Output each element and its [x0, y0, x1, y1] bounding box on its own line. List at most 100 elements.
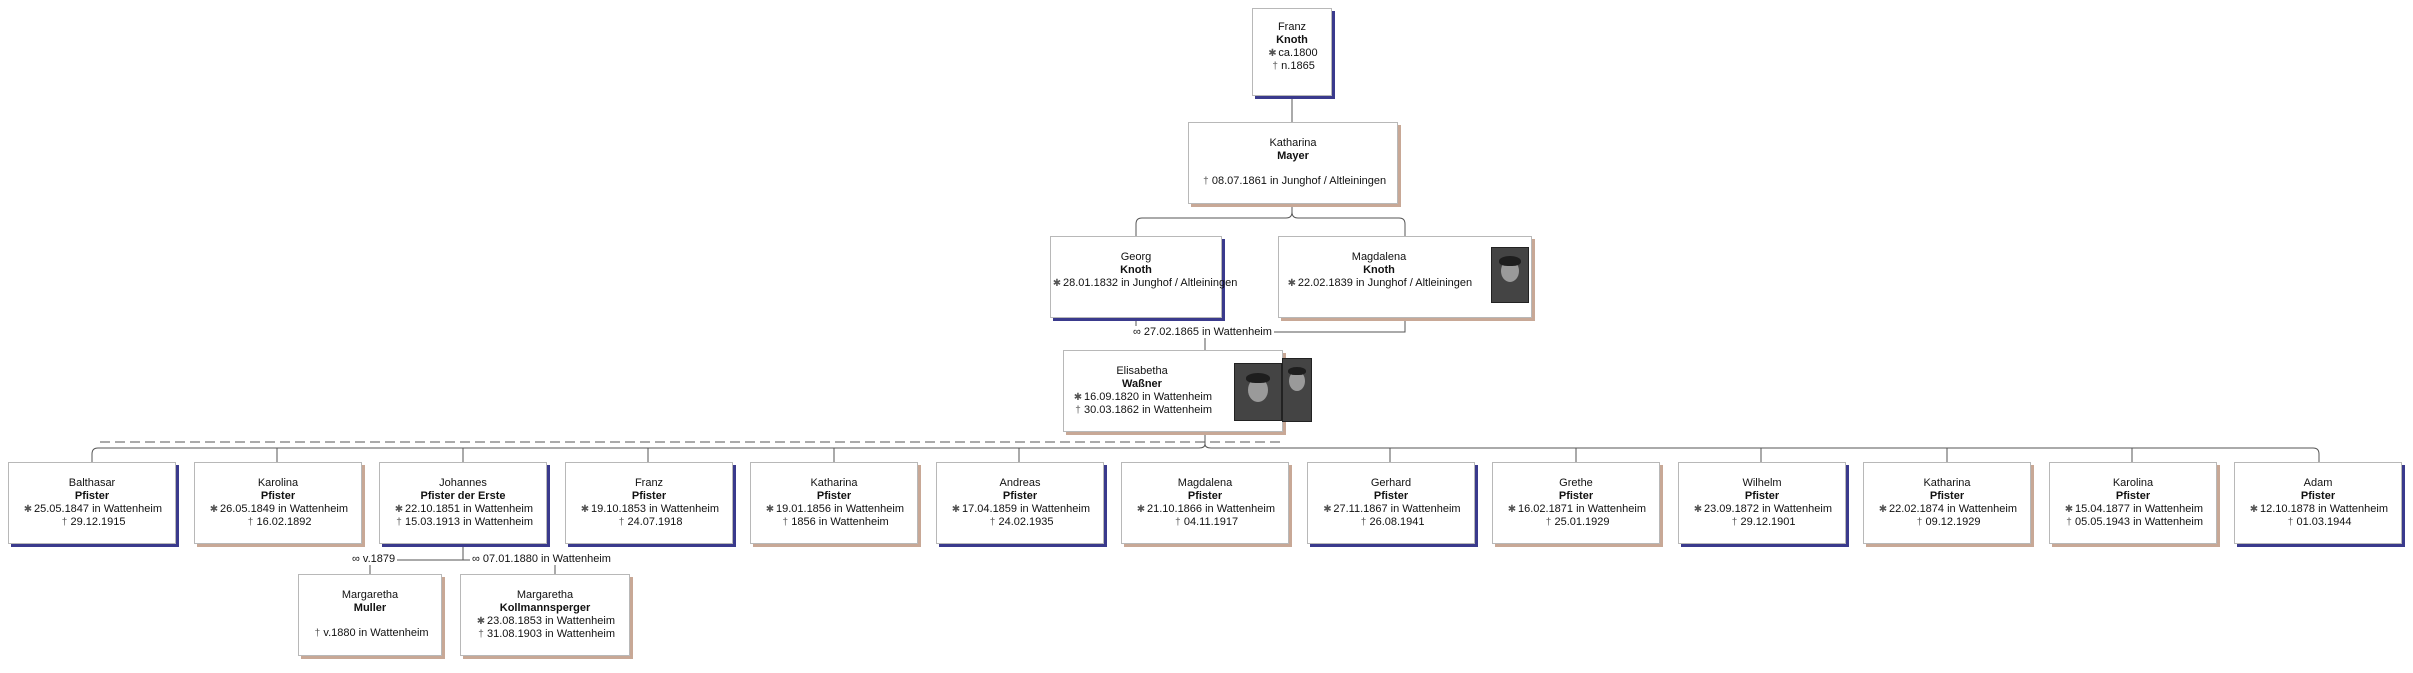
person-card-magdalena-knoth[interactable]: Magdalena Knoth ✱22.02.1839 in Junghof /…: [1278, 236, 1532, 318]
last-name: Pfister: [1373, 490, 1409, 502]
death-icon: †: [618, 517, 625, 528]
portrait-photo-partner: [1282, 358, 1312, 422]
death-icon: †: [1916, 517, 1923, 528]
first-name: Magdalena: [1177, 477, 1233, 489]
birth-event: ✱22.02.1874 in Wattenheim: [1878, 503, 2017, 515]
death-event: †25.01.1929: [1493, 516, 1659, 529]
death-icon: †: [1272, 61, 1278, 72]
death-event: †24.02.1935: [937, 516, 1103, 529]
birth-event: ✱23.08.1853 in Wattenheim: [476, 615, 615, 627]
death-event: †01.03.1944: [2235, 516, 2401, 529]
portrait-photo: [1491, 247, 1529, 303]
first-name: Karolina: [2112, 477, 2154, 489]
death-event: †29.12.1901: [1679, 516, 1845, 529]
first-name: Elisabetha: [1116, 365, 1168, 377]
birth-event: ✱16.02.1871 in Wattenheim: [1507, 503, 1646, 515]
first-name: Margaretha: [516, 589, 574, 601]
person-card-margaretha-muller[interactable]: Margaretha Muller †v.1880 in Wattenheim: [298, 574, 442, 656]
death-event: †16.02.1892: [195, 516, 361, 529]
person-card-katharina-mayer[interactable]: Katharina Mayer †08.07.1861 in Junghof /…: [1188, 122, 1398, 204]
last-name: Pfister: [1744, 490, 1780, 502]
birth-event: ✱22.10.1851 in Wattenheim: [394, 503, 533, 515]
first-name: Margaretha: [341, 589, 399, 601]
death-event: †08.07.1861 in Junghof / Altleiningen: [1189, 175, 1397, 188]
first-name: Katharina: [1269, 137, 1317, 149]
birth-event: ✱17.04.1859 in Wattenheim: [951, 503, 1090, 515]
birth-icon: ✱: [1693, 504, 1703, 515]
death-icon: †: [314, 628, 321, 639]
death-icon: †: [1360, 517, 1367, 528]
death-event: †31.08.1903 in Wattenheim: [461, 628, 629, 641]
birth-event: ✱15.04.1877 in Wattenheim: [2064, 503, 2203, 515]
person-card-georg-knoth[interactable]: Georg Knoth ✱28.01.1832 in Junghof / Alt…: [1050, 236, 1238, 318]
last-name: Waßner: [1122, 378, 1162, 390]
birth-icon: ✱: [2249, 504, 2259, 515]
first-name: Franz: [1277, 21, 1307, 33]
birth-event: ✱19.10.1853 in Wattenheim: [580, 503, 719, 515]
last-name: Pfister: [74, 490, 110, 502]
person-card-elisabetha-wassner[interactable]: Elisabetha Waßner ✱16.09.1820 in Wattenh…: [1063, 350, 1283, 432]
person-card-margaretha-kollmannsperger[interactable]: Margaretha Kollmannsperger ✱23.08.1853 i…: [460, 574, 630, 656]
birth-icon: ✱: [1878, 504, 1888, 515]
birth-icon: ✱: [476, 616, 486, 627]
death-icon: †: [989, 517, 996, 528]
birth-event: ✱26.05.1849 in Wattenheim: [209, 503, 348, 515]
death-icon: †: [478, 629, 484, 640]
first-name: Johannes: [439, 477, 487, 489]
last-name: Mayer: [1277, 150, 1309, 162]
marriage-label-johannes-muller: ∞ v.1879: [350, 553, 398, 565]
person-card-franz-knoth[interactable]: Franz Knoth ✱ca.1800 †n.1865: [1252, 8, 1332, 96]
death-icon: †: [2287, 517, 2294, 528]
marriage-label-johannes-kollmannsperger: ∞ 07.01.1880 in Wattenheim: [470, 553, 613, 565]
first-name: Magdalena: [1351, 251, 1407, 263]
last-name: Pfister: [1002, 490, 1038, 502]
birth-icon: ✱: [765, 504, 775, 515]
birth-icon: ✱: [1287, 278, 1297, 289]
last-name: Pfister: [1558, 490, 1594, 502]
first-name: Grethe: [1559, 477, 1593, 489]
birth-event: ✱23.09.1872 in Wattenheim: [1693, 503, 1832, 515]
death-icon: †: [1175, 517, 1181, 528]
birth-icon: ✱: [23, 504, 33, 515]
death-event: †30.03.1862 in Wattenheim: [1064, 404, 1220, 417]
first-name: Gerhard: [1370, 477, 1412, 489]
birth-event: ✱25.05.1847 in Wattenheim: [23, 503, 162, 515]
birth-icon: ✱: [209, 504, 219, 515]
birth-icon: ✱: [1268, 48, 1277, 59]
first-name: Franz: [634, 477, 664, 489]
death-event: †1856 in Wattenheim: [751, 516, 917, 529]
death-event: †15.03.1913 in Wattenheim: [380, 516, 546, 529]
death-icon: †: [1731, 517, 1738, 528]
birth-icon: ✱: [580, 504, 590, 515]
birth-icon: ✱: [1507, 504, 1517, 515]
death-icon: †: [1203, 176, 1209, 187]
death-icon: †: [2066, 517, 2072, 528]
first-name: Andreas: [999, 477, 1041, 489]
birth-event: ✱12.10.1878 in Wattenheim: [2249, 503, 2388, 515]
birth-event: ✱19.01.1856 in Wattenheim: [765, 503, 904, 515]
birth-event: ✱28.01.1832 in Junghof / Altleiningen: [1052, 277, 1238, 289]
death-icon: †: [61, 517, 68, 528]
first-name: Georg: [1120, 251, 1152, 263]
birth-icon: ✱: [394, 504, 404, 515]
first-name: Balthasar: [68, 477, 116, 489]
last-name: Pfister: [2115, 490, 2151, 502]
first-name: Karolina: [257, 477, 299, 489]
death-event: †29.12.1915: [9, 516, 175, 529]
birth-icon: ✱: [1323, 504, 1332, 515]
death-icon: †: [1075, 405, 1081, 416]
death-event: †26.08.1941: [1308, 516, 1474, 529]
